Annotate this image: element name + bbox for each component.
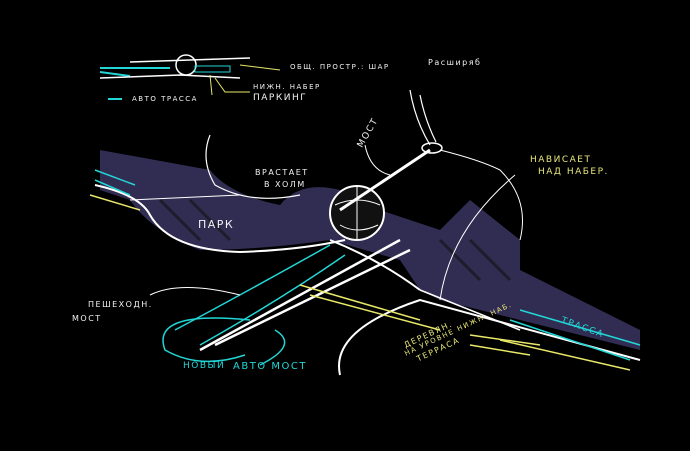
label-grows-1: врастает	[255, 168, 309, 177]
label-overhang-2: над набер.	[538, 167, 609, 177]
label-widening: Расширяб	[428, 58, 482, 67]
label-grows-2: в холм	[264, 180, 306, 189]
label-park: парк	[198, 218, 235, 231]
label-auto-bridge: авто мост	[233, 361, 307, 372]
label-lower-embankment: нижн. набер	[253, 83, 321, 91]
label-shared-space: общ. простр.: шар	[290, 63, 390, 71]
label-new: новый	[183, 361, 226, 371]
label-pedestrian-2: мост	[72, 314, 102, 323]
label-highway-legend: авто трасса	[132, 95, 198, 103]
label-parking: паркинг	[253, 93, 308, 103]
label-pedestrian-1: пешеходн.	[88, 300, 153, 309]
label-overhang-1: нависает	[530, 155, 592, 165]
park-land	[100, 150, 640, 350]
